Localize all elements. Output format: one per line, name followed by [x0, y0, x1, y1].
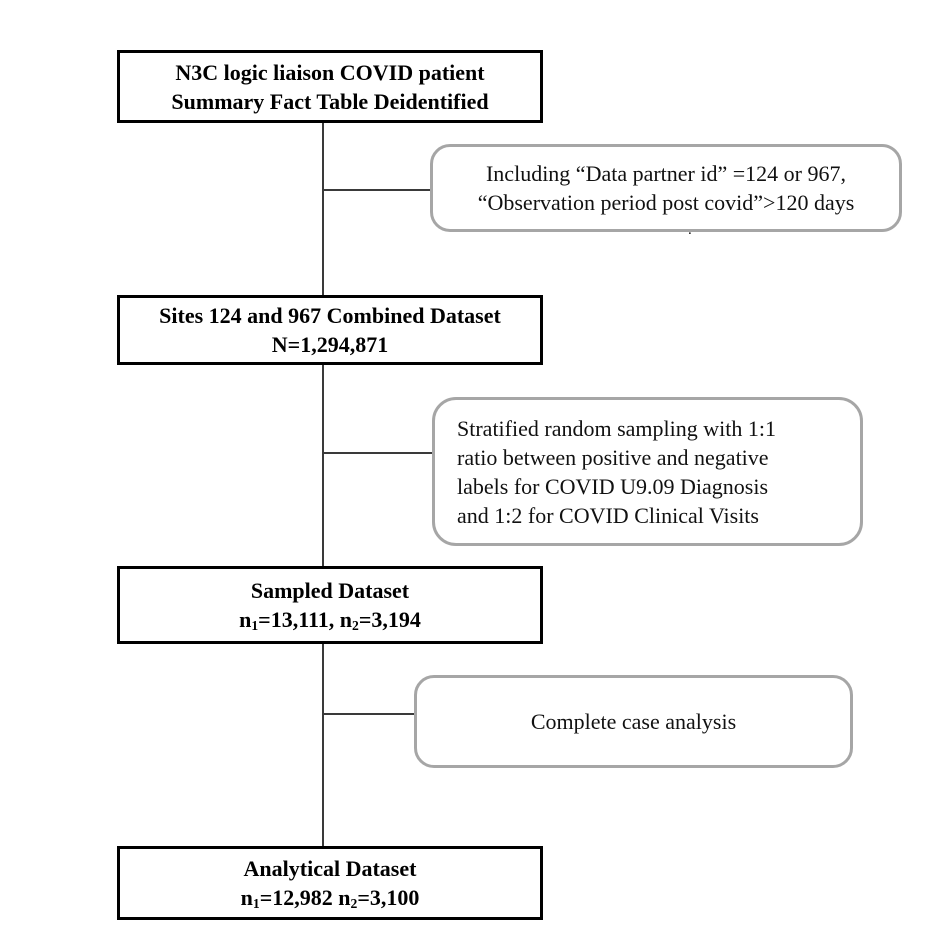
sampling-note-line3: labels for COVID U9.09 Diagnosis: [457, 473, 769, 499]
connector-line-3: [322, 644, 324, 846]
combined-dataset-box: Sites 124 and 967 Combined Dataset N=1,2…: [117, 295, 543, 365]
source-box-line2: Summary Fact Table Deidentified: [171, 88, 489, 114]
source-dataset-box: N3C logic liaison COVID patient Summary …: [117, 50, 543, 123]
branch-line-complete-case: [323, 713, 414, 715]
combined-box-line1: Sites 124 and 967 Combined Dataset: [159, 303, 501, 328]
inclusion-note-line2: “Observation period post covid”>120 days: [477, 190, 855, 215]
combined-box-count: N=1,294,871: [271, 332, 389, 357]
sampling-method-note: Stratified random sampling with 1:1 rati…: [432, 397, 863, 546]
inclusion-note-line1: Including “Data partner id” =124 or 967,: [485, 161, 846, 186]
analytical-box-title: Analytical Dataset: [243, 856, 417, 881]
analytical-dataset-box: Analytical Dataset n1=12,982 n2=3,100: [117, 846, 543, 920]
analytical-box-counts: n1=12,982 n2=3,100: [240, 885, 420, 911]
connector-line-2: [322, 365, 324, 566]
complete-case-note: Complete case analysis: [414, 675, 853, 768]
sampling-note-line4: and 1:2 for COVID Clinical Visits: [457, 502, 759, 528]
connector-line-1: [322, 123, 324, 295]
source-box-line1: N3C logic liaison COVID patient: [175, 59, 485, 85]
branch-line-sampling: [323, 452, 432, 454]
sampled-dataset-box: Sampled Dataset n1=13,111, n2=3,194: [117, 566, 543, 644]
sampling-note-line2: ratio between positive and negative: [457, 444, 769, 470]
sampled-box-counts: n1=13,111, n2=3,194: [239, 607, 421, 633]
stray-mark: .: [688, 222, 692, 238]
branch-line-inclusion: [323, 189, 430, 191]
sampled-box-title: Sampled Dataset: [250, 578, 410, 603]
complete-case-note-text: Complete case analysis: [530, 709, 737, 734]
sampling-note-line1: Stratified random sampling with 1:1: [457, 415, 776, 441]
inclusion-criteria-note: Including “Data partner id” =124 or 967,…: [430, 144, 902, 232]
